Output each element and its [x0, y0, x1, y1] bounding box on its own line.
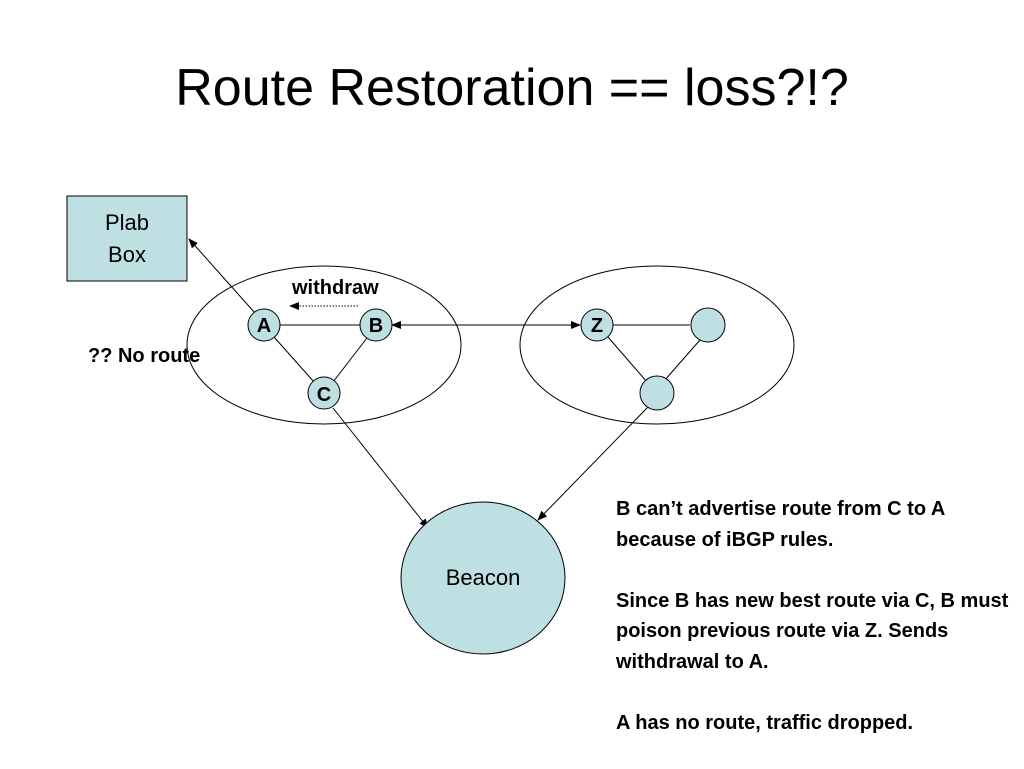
- edge-right-bottom: [663, 339, 701, 382]
- explanation-notes: B can’t advertise route from C to A beca…: [616, 494, 1016, 769]
- edge-bottom-beacon: [537, 406, 649, 521]
- node-bottom-unlabeled: [639, 375, 675, 411]
- edge-z-bottom: [607, 336, 648, 383]
- node-b: [359, 308, 393, 342]
- plab-box-line2: Box: [108, 242, 146, 267]
- as-right-ellipse: [519, 265, 795, 425]
- node-z: [580, 308, 614, 342]
- node-right-unlabeled: [690, 307, 726, 343]
- beacon-node: [400, 501, 566, 655]
- node-b-label: B: [369, 315, 383, 337]
- no-route-label: ?? No route: [88, 345, 200, 367]
- node-a-label: A: [257, 315, 271, 337]
- edge-a-c: [273, 336, 315, 383]
- node-c-label: C: [317, 384, 331, 406]
- plab-box: [66, 195, 188, 282]
- node-c: [307, 376, 341, 410]
- note-poison-route: Since B has new best route via C, B must…: [616, 589, 1009, 673]
- withdraw-label: withdraw: [291, 277, 379, 299]
- edge-a-plab: [188, 238, 256, 314]
- node-a: [247, 308, 281, 342]
- edge-b-c: [332, 337, 368, 383]
- edge-c-beacon: [332, 407, 429, 529]
- note-ibgp-rules: B can’t advertise route from C to A beca…: [616, 498, 945, 551]
- beacon-label: Beacon: [446, 565, 521, 590]
- note-traffic-dropped: A has no route, traffic dropped.: [616, 711, 914, 734]
- slide-title: Route Restoration == loss?!?: [175, 59, 849, 117]
- as-left-ellipse: [186, 265, 462, 425]
- node-z-label: Z: [591, 315, 603, 337]
- plab-box-line1: Plab: [105, 210, 149, 235]
